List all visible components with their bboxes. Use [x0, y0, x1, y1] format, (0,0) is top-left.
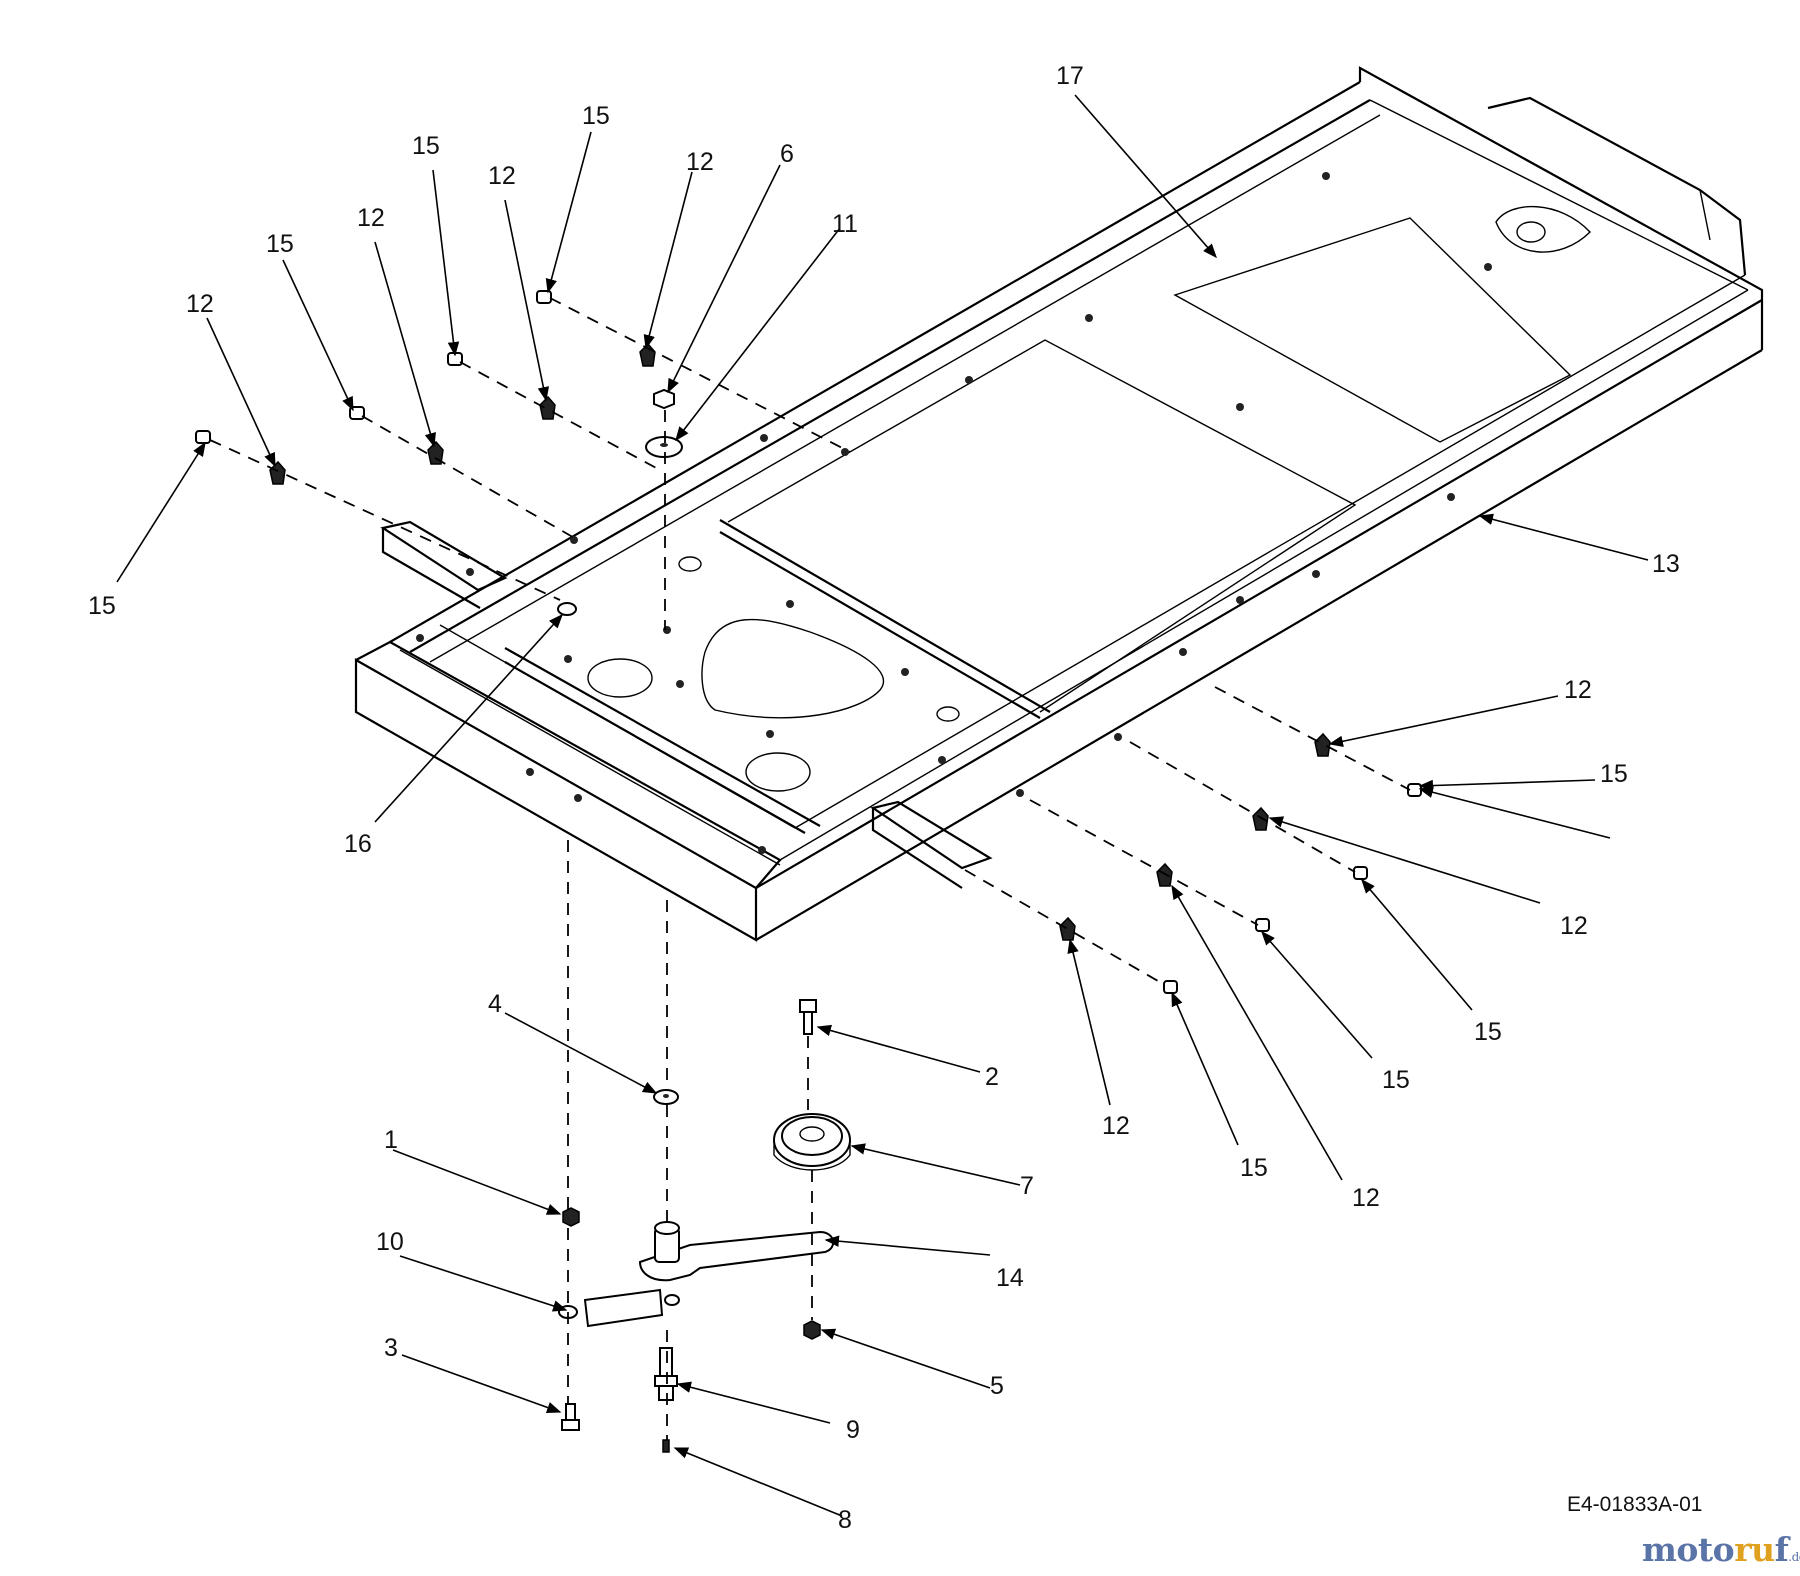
callout-14: 14	[996, 1264, 1024, 1292]
drawing-number: E4-01833A-01	[1567, 1493, 1703, 1516]
watermark-logo: motoruf.de	[1642, 1530, 1800, 1569]
leader-lines	[116, 94, 1649, 1517]
callout-12: 12	[1102, 1112, 1130, 1140]
callout-12: 12	[357, 204, 385, 232]
callout-labels: 1 2 3 4 5 6 7 8 9 10 11 12 12 12 12 12 1…	[88, 62, 1680, 1534]
callout-9: 9	[846, 1416, 860, 1444]
callout-15: 15	[1474, 1018, 1502, 1046]
callout-15: 15	[1240, 1154, 1268, 1182]
callout-10: 10	[376, 1228, 404, 1256]
callout-6: 6	[780, 140, 794, 168]
hardware-parts	[195, 290, 1422, 994]
callout-2: 2	[985, 1063, 999, 1091]
callout-12: 12	[186, 290, 214, 318]
callout-12: 12	[1564, 676, 1592, 704]
callout-12: 12	[1352, 1184, 1380, 1212]
assembly-lines	[209, 297, 1411, 1440]
callout-8: 8	[838, 1506, 852, 1534]
callout-15: 15	[1600, 760, 1628, 788]
callout-11: 11	[832, 210, 858, 238]
frame	[354, 66, 1764, 942]
callout-15: 15	[582, 102, 610, 130]
callout-7: 7	[1020, 1172, 1034, 1200]
callout-17: 17	[1056, 62, 1084, 90]
callout-12: 12	[488, 162, 516, 190]
callout-3: 3	[384, 1334, 398, 1362]
callout-15: 15	[1382, 1066, 1410, 1094]
callout-15: 15	[412, 132, 440, 160]
callout-13: 13	[1652, 550, 1680, 578]
callout-1: 1	[384, 1126, 398, 1154]
callout-4: 4	[488, 990, 502, 1018]
callout-16: 16	[344, 830, 372, 858]
callout-12: 12	[1560, 912, 1588, 940]
idler-assembly	[558, 999, 851, 1453]
callout-15: 15	[266, 230, 294, 258]
callout-5: 5	[990, 1372, 1004, 1400]
callout-15: 15	[88, 592, 116, 620]
callout-12: 12	[686, 148, 714, 176]
